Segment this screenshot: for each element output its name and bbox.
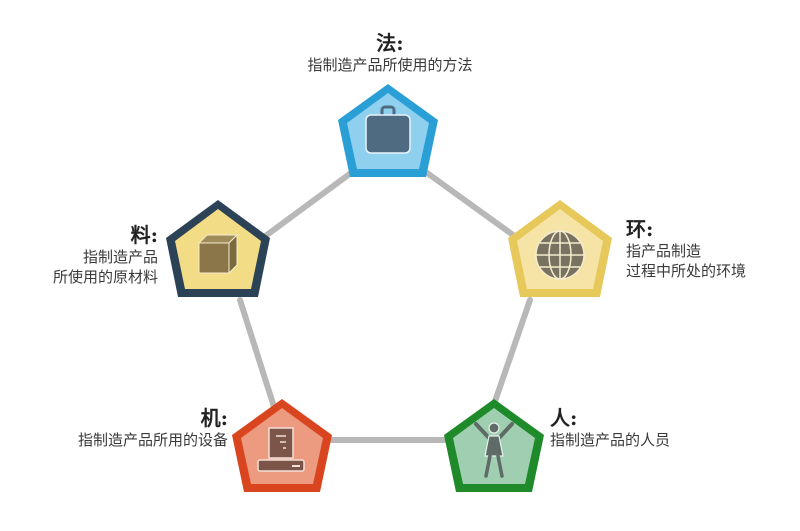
method-node[interactable]: [338, 84, 438, 177]
computer-icon: [257, 427, 305, 472]
briefcase-icon: [365, 105, 411, 154]
environment-desc-line1: 指产品制造: [626, 242, 702, 260]
person-icon: [474, 422, 514, 478]
environment-desc-line2: 过程中所处的环境: [626, 261, 747, 280]
method-title: 法:: [376, 31, 404, 55]
environment-label: 环: 指产品制造 过程中所处的环境: [626, 216, 746, 281]
material-node[interactable]: [166, 200, 270, 297]
man-label: 人: 指制造产品的人员: [550, 405, 670, 451]
man-desc: 指制造产品的人员: [550, 431, 671, 449]
material-label: 料: 指制造产品 所使用的原材料: [20, 222, 158, 287]
man-node[interactable]: [444, 399, 544, 492]
machine-desc: 指制造产品所用的设备: [77, 431, 228, 449]
machine-label: 机: 指制造产品所用的设备: [20, 405, 228, 451]
globe-icon: [535, 230, 585, 280]
material-desc-line2: 所使用的原材料: [52, 267, 158, 286]
environment-title: 环:: [626, 217, 654, 241]
material-title: 料:: [130, 223, 158, 247]
box-icon: [197, 233, 239, 275]
environment-node[interactable]: [508, 200, 612, 297]
connector-lines: [237, 167, 533, 443]
material-desc-line1: 指制造产品: [82, 248, 158, 266]
man-title: 人:: [550, 406, 578, 430]
method-label: 法: 指制造产品所使用的方法: [290, 30, 490, 76]
machine-title: 机:: [200, 406, 228, 430]
method-desc: 指制造产品所使用的方法: [307, 56, 473, 74]
machine-node[interactable]: [232, 399, 332, 492]
